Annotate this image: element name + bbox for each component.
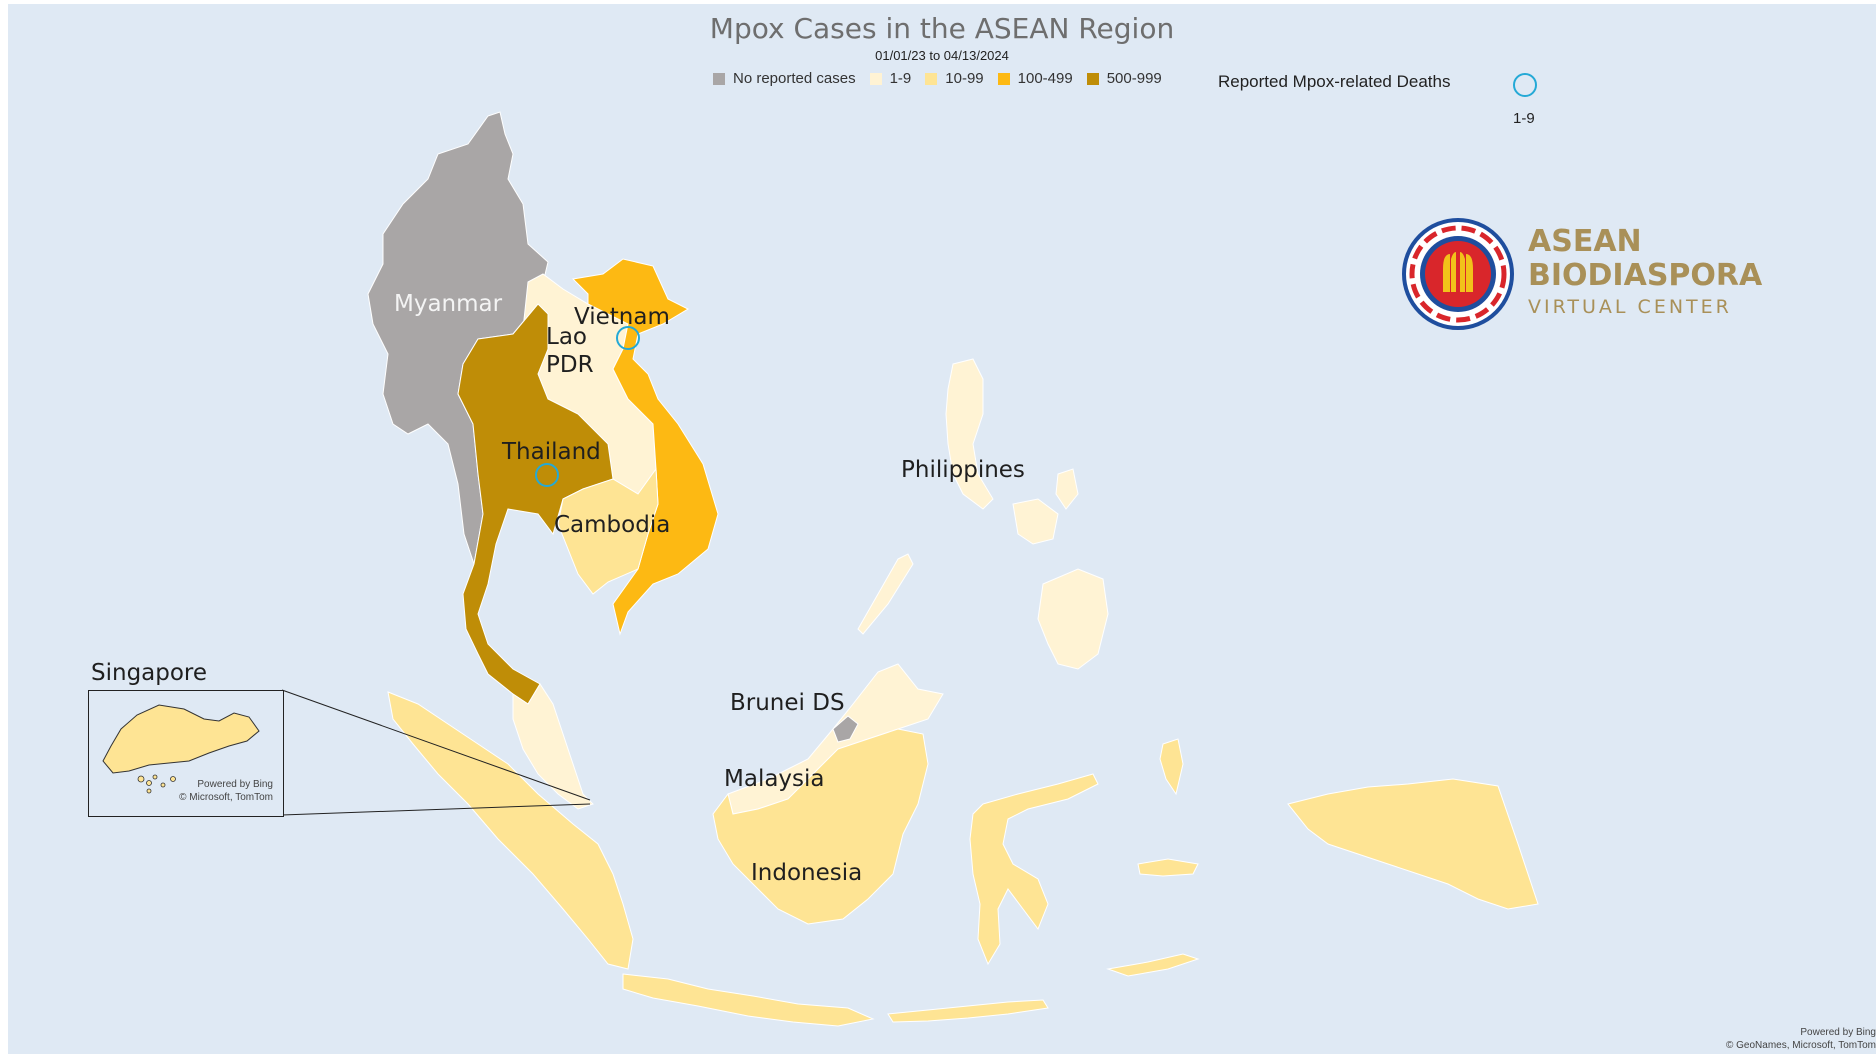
- attribution-line1: Powered by Bing: [1800, 1027, 1876, 1038]
- legend-swatch: [713, 72, 725, 85]
- island-visayas: [1012, 498, 1059, 545]
- deaths-legend-range: 1-9: [1513, 110, 1535, 127]
- logo-line-asean: ASEAN: [1528, 224, 1642, 259]
- map-frame: Mpox Cases in the ASEAN Region 01/01/23 …: [8, 4, 1876, 1054]
- label-thailand: Thailand: [502, 439, 601, 465]
- country-thailand: [457, 303, 614, 705]
- deaths-marker-vietnam: [616, 326, 640, 350]
- asean-logo-icon: [1402, 218, 1514, 330]
- legend-item-1-9: 1-9: [869, 70, 912, 87]
- map-attribution: Powered by Bing © GeoNames, Microsoft, T…: [1726, 1026, 1876, 1052]
- singapore-island: [102, 704, 260, 774]
- country-brunei: [832, 715, 859, 743]
- legend-label: 500-999: [1106, 70, 1162, 87]
- island-timor: [1106, 953, 1200, 977]
- logo-line-biodiaspora: BIODIASPORA: [1528, 258, 1763, 293]
- inset-connector-top: [281, 689, 591, 801]
- country-cambodia: [557, 467, 659, 595]
- label-brunei: Brunei DS: [730, 690, 845, 716]
- inset-attribution: Powered by Bing © Microsoft, TomTom: [179, 778, 273, 804]
- label-malaysia: Malaysia: [724, 766, 825, 792]
- legend-label: 10-99: [945, 70, 984, 87]
- inset-attribution-line2: © Microsoft, TomTom: [179, 792, 273, 803]
- inset-attribution-line1: Powered by Bing: [197, 779, 273, 790]
- map-title: Mpox Cases in the ASEAN Region: [709, 12, 1175, 45]
- legend-swatch: [1086, 72, 1099, 85]
- deaths-marker-thailand: [535, 463, 559, 487]
- country-myanmar: [367, 111, 549, 565]
- label-indonesia: Indonesia: [751, 860, 863, 886]
- legend-label: 1-9: [889, 70, 912, 87]
- island-lesser-sunda: [887, 999, 1049, 1023]
- attribution-line2: © GeoNames, Microsoft, TomTom: [1726, 1040, 1876, 1051]
- island-palawan: [857, 553, 914, 635]
- deaths-legend-circle-icon: [1513, 73, 1537, 97]
- island-luzon: [945, 358, 994, 510]
- island-sumatra: [387, 691, 634, 970]
- legend-item-10-99: 10-99: [925, 70, 984, 87]
- island-kalimantan: [712, 728, 929, 925]
- island-sulawesi: [969, 773, 1099, 966]
- logo-line-virtual-center: VIRTUAL CENTER: [1528, 296, 1732, 318]
- label-cambodia: Cambodia: [554, 512, 671, 538]
- legend-item-none: No reported cases: [713, 70, 856, 87]
- label-lao-line1: Lao: [546, 324, 587, 350]
- label-myanmar: Myanmar: [394, 291, 503, 317]
- date-range: 01/01/23 to 04/13/2024: [875, 48, 1009, 63]
- island-papua: [1287, 778, 1539, 910]
- map-svg: [281, 111, 1539, 1027]
- island-java: [622, 973, 875, 1027]
- deaths-legend-label: Reported Mpox-related Deaths: [1218, 72, 1451, 91]
- legend-label: No reported cases: [733, 70, 856, 87]
- legend: No reported cases 1-9 10-99 100-499 500-…: [713, 70, 1176, 87]
- legend-item-100-499: 100-499: [997, 70, 1073, 87]
- inset-connector-bottom: [281, 803, 591, 816]
- island-mindanao: [1037, 568, 1109, 670]
- island-maluku: [1137, 858, 1199, 877]
- singapore-inset: Powered by Bing © Microsoft, TomTom: [88, 690, 284, 817]
- legend-swatch: [997, 72, 1010, 85]
- legend-swatch: [925, 72, 938, 85]
- legend-label: 100-499: [1017, 70, 1073, 87]
- legend-item-500-999: 500-999: [1086, 70, 1162, 87]
- singapore-inset-map: [102, 704, 260, 794]
- label-lao-line2: PDR: [546, 352, 594, 378]
- island-samar: [1055, 468, 1079, 510]
- island-halmahera: [1159, 738, 1184, 796]
- label-philippines: Philippines: [901, 457, 1025, 483]
- label-vietnam: Vietnam: [574, 304, 670, 330]
- legend-swatch: [869, 72, 882, 85]
- country-vietnam: [571, 258, 719, 636]
- label-singapore: Singapore: [91, 660, 208, 686]
